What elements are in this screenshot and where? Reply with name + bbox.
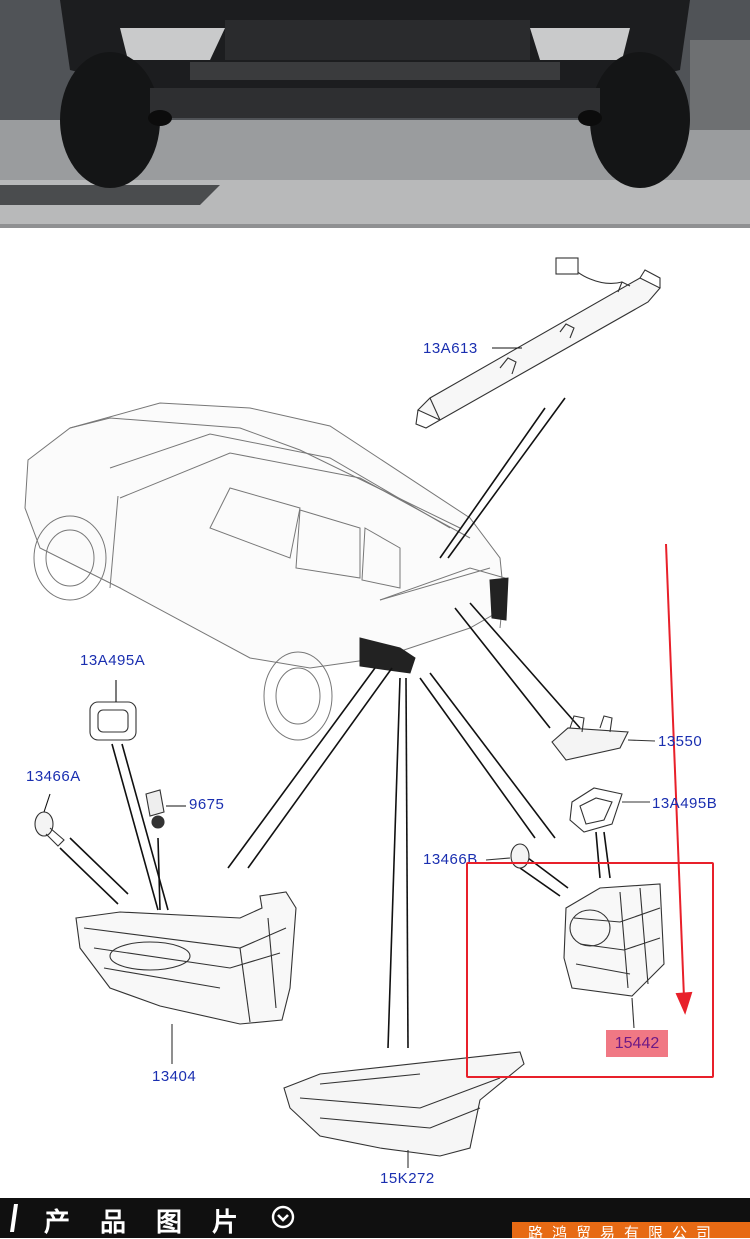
highlight-box: [466, 862, 714, 1078]
parts-line-drawing: [24, 257, 693, 1168]
part-label-bulb-right: 13466B: [423, 851, 478, 868]
part-label-tail-lamp-left: 13404: [152, 1068, 197, 1085]
part-label-bulb-left: 13466A: [26, 768, 81, 785]
part-label-plate-lamp: 13550: [658, 733, 703, 750]
left-tail-lamp-drawing: [75, 891, 297, 1064]
right-tail-lamp-drawing: [563, 883, 665, 1029]
reflector-lamp-drawing: [283, 1051, 525, 1168]
section-title: 产品图片: [44, 1208, 269, 1238]
footer-banner: 产品图片 路鸿贸易有限公司: [0, 1198, 750, 1238]
parts-diagram: 13A613 13A495A 13466A 9675 13550 13A495B…: [0, 228, 750, 1198]
part-label-gasket-right: 13A495B: [652, 795, 718, 812]
red-arrow: [665, 543, 693, 1015]
part-label-reflector-lamp: 15K272: [380, 1170, 435, 1187]
company-name: 路鸿贸易有限公司: [512, 1222, 750, 1238]
part-label-gasket-left: 13A495A: [80, 652, 146, 669]
car-outline-drawing: [24, 402, 509, 741]
part-label-high-stop-lamp: 13A613: [423, 340, 478, 357]
part-label-bulb-socket: 9675: [189, 796, 225, 813]
check-circle-icon: [271, 1205, 295, 1229]
high-stop-lamp-drawing: [415, 257, 661, 429]
part-label-tail-lamp-right: 15442: [606, 1030, 668, 1057]
vehicle-rear-photo: [0, 0, 750, 228]
slash-icon: [10, 1204, 18, 1232]
